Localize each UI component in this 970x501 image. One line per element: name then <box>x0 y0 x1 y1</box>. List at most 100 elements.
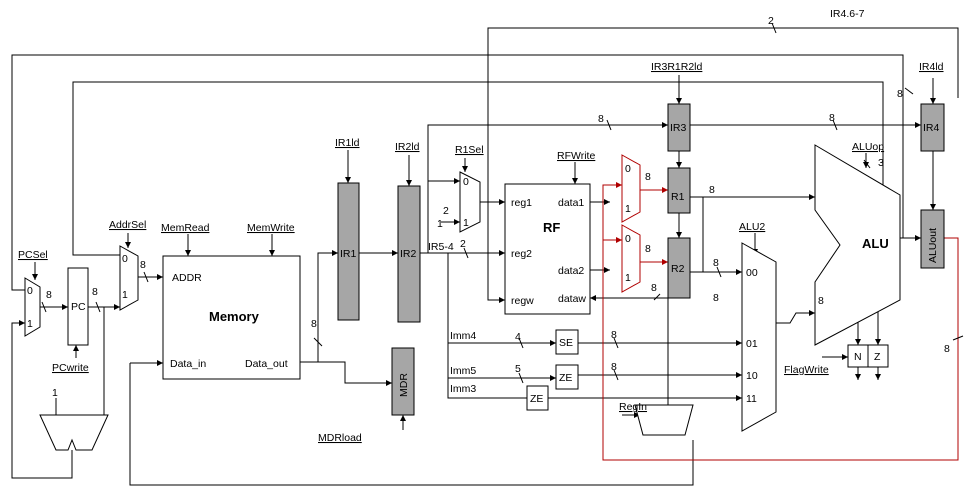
ir4ld-signal: IR4ld <box>919 61 944 73</box>
r2-register <box>667 237 691 299</box>
data1-port-label: data1 <box>558 197 584 209</box>
memwrite-signal: MemWrite <box>247 222 295 234</box>
se-label: SE <box>559 337 573 349</box>
alu <box>814 144 901 346</box>
width-aluop: 3 <box>878 157 884 169</box>
ir2-label: IR2 <box>400 248 417 260</box>
ze2-label: ZE <box>530 393 543 405</box>
ir2ld-signal: IR2ld <box>395 141 420 153</box>
ir3-register <box>667 103 691 152</box>
width-dataw: 8 <box>651 282 657 294</box>
width-se: 8 <box>611 329 617 341</box>
width-aluout-loop: 8 <box>897 88 903 100</box>
alu-label: ALU <box>862 236 889 251</box>
alu2-mux <box>741 242 777 432</box>
width-addrmux: 8 <box>140 259 146 271</box>
pcsel-signal: PCSel <box>18 249 48 261</box>
pc-mux <box>24 277 41 337</box>
ir3-label: IR3 <box>670 122 687 134</box>
r1sel-const-2: 2 <box>443 205 449 217</box>
width-dataout: 8 <box>311 318 317 330</box>
flag-z-box <box>867 344 889 368</box>
width-alu2-feed: 8 <box>713 292 719 304</box>
data2-mux-in0: 0 <box>625 233 631 245</box>
ir3r1r2ld-signal: IR3R1R2ld <box>651 61 703 73</box>
width-r1: 8 <box>709 184 715 196</box>
alu2-input-10: 10 <box>746 370 758 382</box>
width-imm4: 4 <box>515 331 521 343</box>
ze1-label: ZE <box>559 372 572 384</box>
addr-mux-in0: 0 <box>122 253 128 265</box>
width-ze1: 8 <box>611 361 617 373</box>
ir46-7-label: IR4.6-7 <box>830 8 865 20</box>
ir2-register <box>397 185 421 323</box>
memory-label: Memory <box>209 309 260 324</box>
data-out-port-label: Data_out <box>245 358 288 370</box>
data2-mux-in1: 1 <box>625 272 631 284</box>
alu2-input-11: 11 <box>746 393 757 405</box>
alu2-input-01: 01 <box>746 338 758 350</box>
ir5-4-label: IR5-4 <box>428 241 454 253</box>
data1-mux <box>621 154 641 223</box>
width-ir4: 8 <box>829 112 835 124</box>
addr-mux <box>119 245 139 311</box>
imm3-label: Imm3 <box>450 383 476 395</box>
alu2-input-00: 00 <box>746 267 758 279</box>
regw-port-label: regw <box>511 295 534 307</box>
r1sel-mux <box>459 171 481 233</box>
ir1-label: IR1 <box>340 248 357 260</box>
r1-register <box>667 167 691 214</box>
alu2-signal: ALU2 <box>739 221 765 233</box>
wires <box>11 27 959 486</box>
data1-mux-in1: 1 <box>625 203 631 215</box>
mdr-register <box>391 347 415 416</box>
r1sel-mux-in0: 0 <box>463 176 469 188</box>
width-pc: 8 <box>92 286 98 298</box>
pc-mux-in1: 1 <box>27 318 33 330</box>
memread-signal: MemRead <box>161 222 210 234</box>
rfwrite-signal: RFWrite <box>557 150 595 162</box>
aluout-label: ALUout <box>927 228 939 263</box>
addrsel-signal: AddrSel <box>109 219 146 231</box>
ir1ld-signal: IR1ld <box>335 137 360 149</box>
pc-adder <box>39 414 109 451</box>
memory <box>162 255 301 380</box>
ze2-box <box>526 385 549 411</box>
red-arrowheads <box>616 182 668 265</box>
mdrload-signal: MDRload <box>318 432 362 444</box>
ir4-label: IR4 <box>923 122 940 134</box>
se-box <box>555 329 579 355</box>
width-aluout-right: 8 <box>944 343 950 355</box>
mdr-label: MDR <box>398 373 410 397</box>
addr-mux-in1: 1 <box>122 289 128 301</box>
pc-label: PC <box>71 301 86 313</box>
rf-label: RF <box>543 220 560 235</box>
data-in-port-label: Data_in <box>170 358 206 370</box>
pc-mux-in0: 0 <box>27 285 33 297</box>
pcwrite-signal: PCwrite <box>52 362 89 374</box>
ir4-register <box>920 103 945 152</box>
bus-ticks <box>41 22 964 384</box>
r1sel-const-1: 1 <box>437 218 443 230</box>
data2-port-label: data2 <box>558 265 584 277</box>
reg1-port-label: reg1 <box>511 197 532 209</box>
width-alu2-out: 8 <box>818 295 824 307</box>
adder-const-1: 1 <box>52 387 58 399</box>
flag-z-label: Z <box>874 351 881 363</box>
width-data2-mux: 8 <box>645 243 651 255</box>
addr-port-label: ADDR <box>172 272 202 284</box>
aluop-signal: ALUop <box>852 141 884 153</box>
flagwrite-signal: FlagWrite <box>784 364 829 376</box>
aluout-register <box>920 209 945 269</box>
width-ir46-7: 2 <box>768 15 774 27</box>
r2-label: R2 <box>671 263 685 275</box>
pc-register <box>67 267 89 346</box>
width-pcmux: 8 <box>46 289 52 301</box>
register-file <box>504 183 591 315</box>
arrowheads <box>19 98 936 421</box>
width-imm5: 5 <box>515 363 521 375</box>
data1-mux-in0: 0 <box>625 163 631 175</box>
r1-label: R1 <box>671 191 685 203</box>
